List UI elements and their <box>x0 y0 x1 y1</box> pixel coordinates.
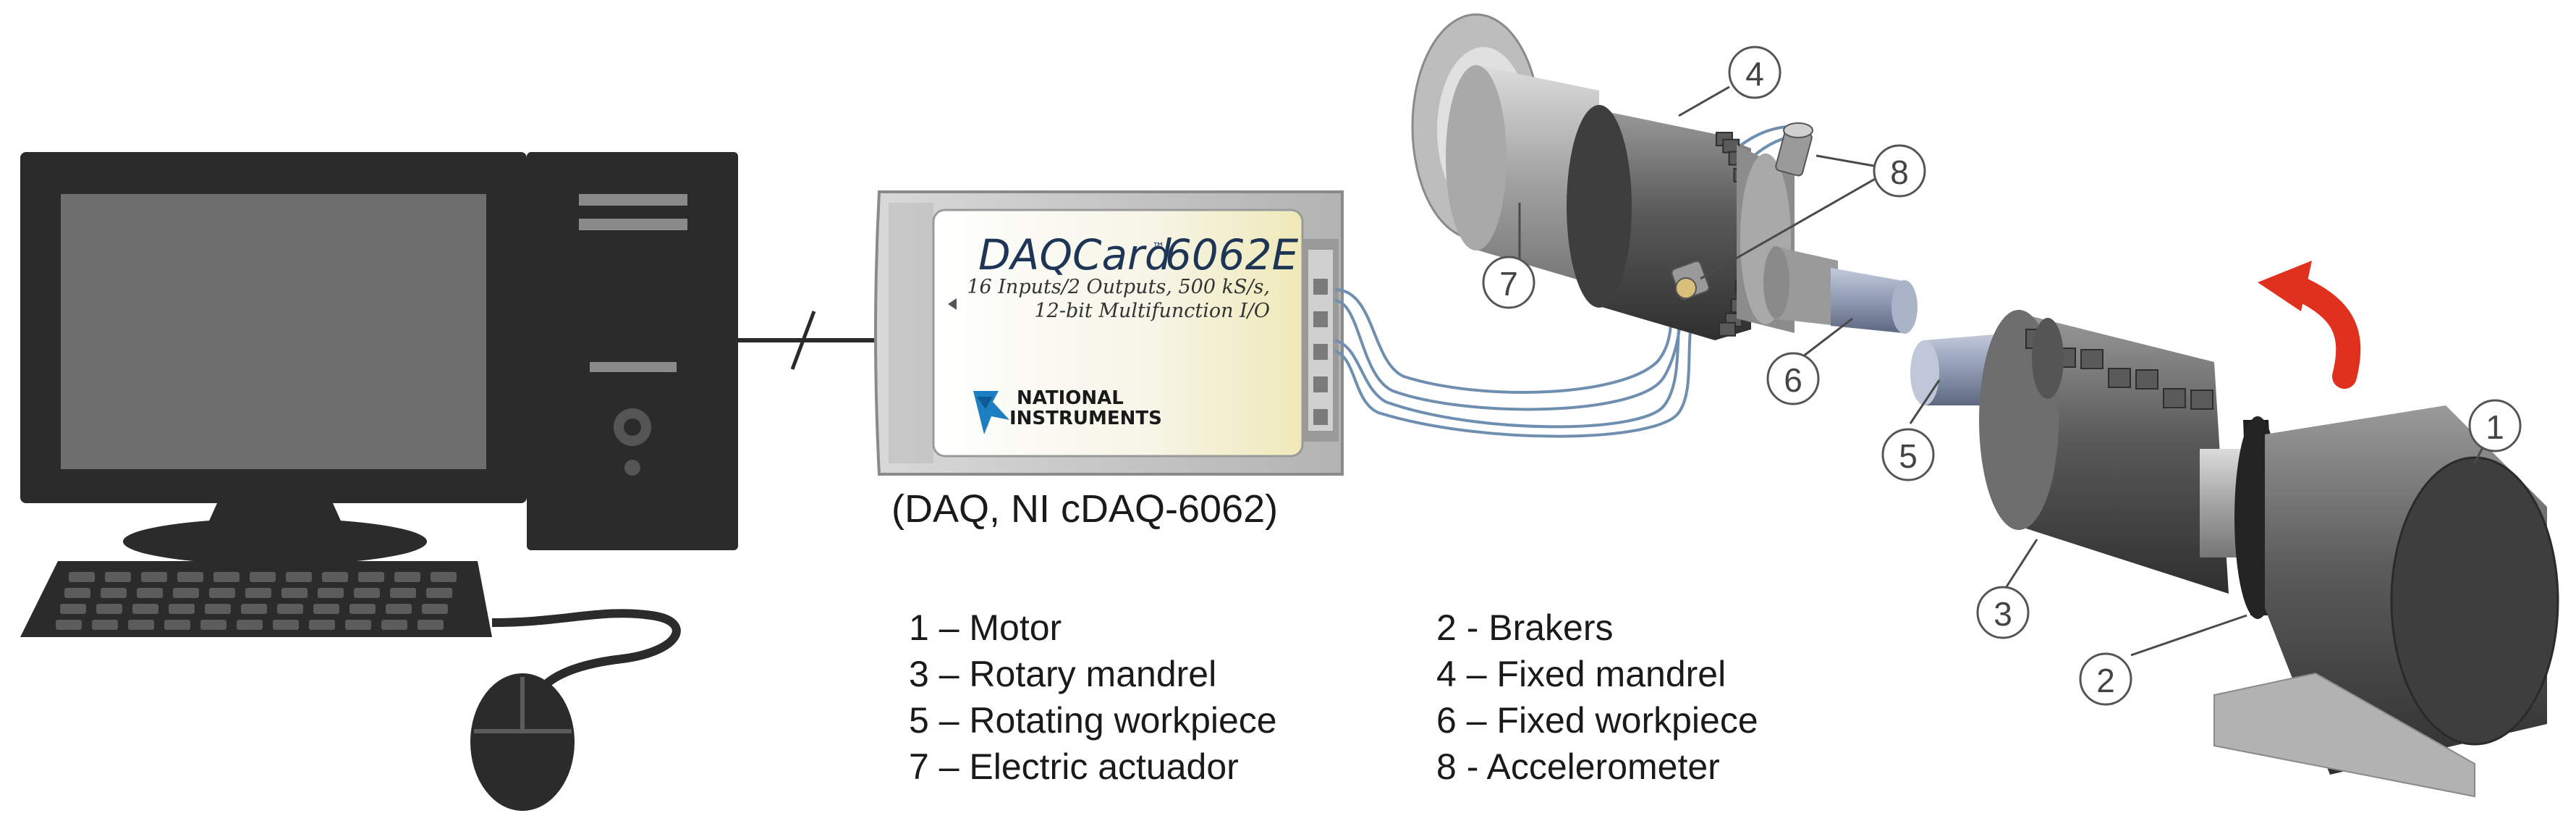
callout-label: 8 <box>1890 153 1909 191</box>
keyboard-key <box>390 588 416 598</box>
keyboard-key <box>96 604 122 614</box>
callout-label: 6 <box>1784 361 1802 399</box>
keyboard-key <box>60 604 86 614</box>
ni-logo-icon <box>973 391 1009 434</box>
keyboard-key <box>431 572 457 582</box>
callout-label: 7 <box>1499 265 1518 303</box>
gear-tooth <box>1722 138 1740 153</box>
keyboard-key <box>281 588 308 598</box>
keyboard-key <box>354 588 380 598</box>
gear-tooth <box>2080 349 2103 369</box>
callout-label: 1 <box>2486 408 2504 446</box>
gear-tooth <box>2135 369 2158 390</box>
keyboard-key <box>213 572 240 582</box>
link-break-mark <box>790 311 816 370</box>
keyboard-key <box>426 588 452 598</box>
keyboard-key <box>418 620 444 630</box>
desktop-computer-icon <box>20 152 738 811</box>
card-model: 6062E <box>1165 230 1299 279</box>
legend-item-3: 3 – Rotary mandrel <box>909 654 1217 694</box>
keyboard-key <box>64 588 90 598</box>
gear-tooth <box>2108 368 2131 388</box>
callout-8: 8 <box>1873 144 1926 198</box>
keyboard-key <box>177 572 203 582</box>
legend-item-4: 4 – Fixed mandrel <box>1436 654 1726 694</box>
keyboard-key <box>69 572 95 582</box>
card-brand-prefix: DAQCard <box>978 230 1172 279</box>
callout-3: 3 <box>1976 586 2030 639</box>
keyboard-key <box>132 604 158 614</box>
legend-item-8: 8 - Accelerometer <box>1436 746 1720 787</box>
keyboard-key <box>137 588 163 598</box>
keyboard-key <box>309 620 335 630</box>
callout-7: 7 <box>1482 256 1535 309</box>
callout-5: 5 <box>1881 428 1935 481</box>
keyboard-key <box>164 620 190 630</box>
card-spec-line2: 12-bit Multifunction I/O <box>1035 300 1271 322</box>
legend-item-6: 6 – Fixed workpiece <box>1436 700 1758 741</box>
ni-maker-line2: INSTRUMENTS <box>1009 408 1162 429</box>
callout-1: 1 <box>2468 399 2522 452</box>
keyboard-key <box>101 588 127 598</box>
ni-maker-line1: NATIONAL <box>1017 387 1124 409</box>
keyboard-key <box>141 572 167 582</box>
callout-label: 3 <box>1994 595 2012 633</box>
keyboard-key <box>169 604 195 614</box>
keyboard-key <box>381 620 407 630</box>
legend-item-7: 7 – Electric actuador <box>909 746 1239 787</box>
fixed-assembly <box>1411 13 1918 340</box>
callout-6: 6 <box>1766 352 1820 405</box>
keyboard-key <box>56 620 82 630</box>
callout-4: 4 <box>1728 46 1781 99</box>
keyboard-key <box>105 572 131 582</box>
rotation-arrow-icon <box>2258 261 2361 389</box>
keyboard-key <box>173 588 199 598</box>
card-spec-line1: 16 Inputs/2 Outputs, 500 kS/s, <box>967 276 1270 298</box>
keyboard-key <box>286 572 312 582</box>
keyboard-key <box>313 604 339 614</box>
keyboard-key <box>205 604 231 614</box>
card-trademark: ™ <box>1152 240 1165 256</box>
callout-label: 2 <box>2096 662 2115 699</box>
keyboard-key <box>277 604 303 614</box>
keyboard-key <box>209 588 235 598</box>
legend-item-1: 1 – Motor <box>909 607 1062 648</box>
gear-tooth <box>2163 388 2186 408</box>
mouse-icon <box>470 673 575 811</box>
keyboard-key <box>349 604 376 614</box>
rotary-assembly <box>1910 261 2559 798</box>
keyboard-key <box>92 620 118 630</box>
gear-tooth <box>1719 321 1737 337</box>
tower-icon <box>527 152 738 550</box>
keyboard-key <box>241 604 267 614</box>
keyboard-key <box>250 572 276 582</box>
keyboard-key <box>128 620 154 630</box>
gear-tooth <box>2190 390 2213 410</box>
callout-group: 1 2 3 4 5 6 7 8 <box>1482 46 2522 706</box>
keyboard-key <box>273 620 299 630</box>
keyboard-key <box>237 620 263 630</box>
keyboard-key <box>386 604 412 614</box>
mouse-cable <box>491 609 681 707</box>
callout-label: 5 <box>1899 437 1918 475</box>
keyboard-key <box>245 588 271 598</box>
callout-label: 4 <box>1745 55 1764 93</box>
keyboard-key <box>345 620 371 630</box>
keyboard-key <box>322 572 348 582</box>
legend-item-2: 2 - Brakers <box>1436 607 1614 648</box>
daq-caption: (DAQ, NI cDAQ-6062) <box>891 487 1279 531</box>
monitor-icon <box>20 152 527 565</box>
legend-item-5: 5 – Rotating workpiece <box>909 700 1277 741</box>
keyboard-icon <box>20 561 492 637</box>
keyboard-key <box>358 572 384 582</box>
callout-2: 2 <box>2079 652 2132 706</box>
keyboard-key <box>200 620 226 630</box>
keyboard-key <box>422 604 448 614</box>
accelerometer-icon <box>1671 122 1813 300</box>
keyboard-key <box>318 588 344 598</box>
keyboard-key <box>394 572 420 582</box>
daq-card: DAQCard ™ 6062E 16 Inputs/2 Outputs, 500… <box>874 190 1344 476</box>
